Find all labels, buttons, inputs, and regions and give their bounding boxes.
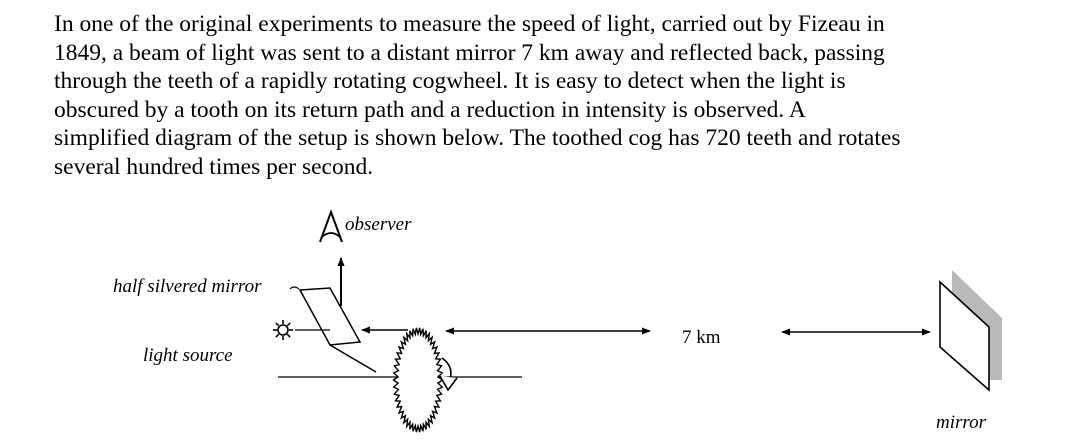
- problem-text-line: simplified diagram of the setup is shown…: [54, 125, 901, 152]
- mirror-label: mirror: [936, 412, 987, 433]
- rotation-arrow: [439, 357, 458, 392]
- problem-text-line: obscured by a tooth on its return path a…: [54, 96, 806, 123]
- far-mirror: [939, 280, 990, 392]
- problem-text: In one of the original experiments to me…: [54, 10, 1064, 182]
- problem-text-line: 1849, a beam of light was sent to a dist…: [54, 39, 885, 66]
- toothed-cog: [392, 327, 444, 433]
- problem-text-line: through the teeth of a rapidly rotating …: [54, 68, 846, 95]
- half-silvered-mirror-label: half silvered mirror: [113, 276, 262, 297]
- mirror-leader-line: [289, 286, 300, 290]
- eye-icon: [319, 209, 343, 243]
- light-source-label: light source: [143, 345, 233, 366]
- half-silvered-mirror: [298, 287, 362, 346]
- problem-text-line: In one of the original experiments to me…: [54, 11, 885, 37]
- sun-icon: [273, 320, 293, 340]
- distance-label: 7 km: [682, 327, 721, 348]
- observer-label: observer: [345, 214, 412, 235]
- mirror-edge: [329, 344, 377, 373]
- problem-text-line: several hundred times per second.: [54, 153, 374, 180]
